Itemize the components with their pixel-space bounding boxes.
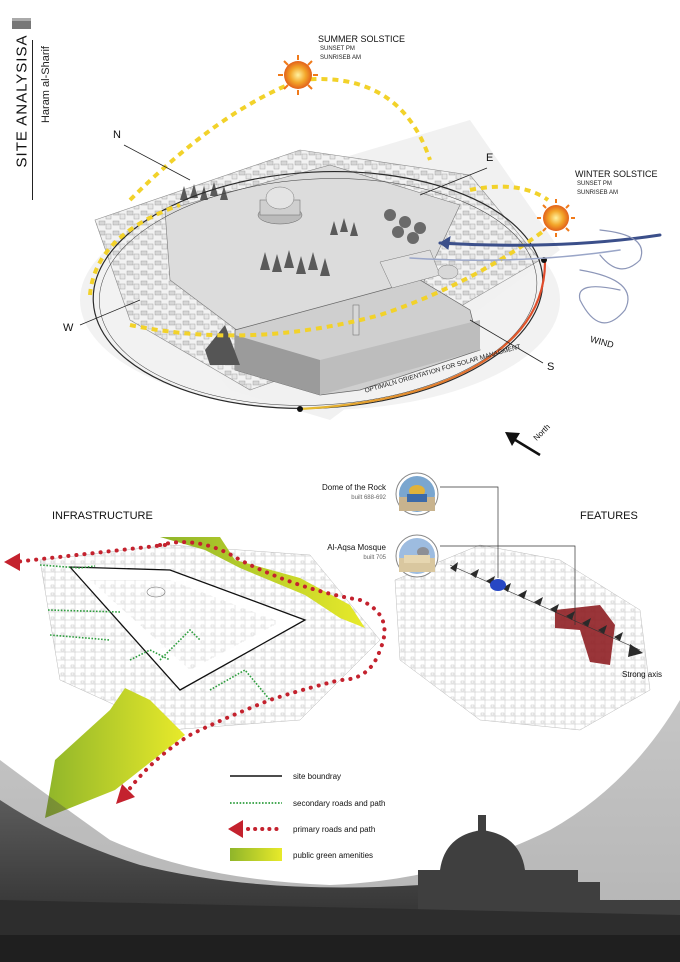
secondary-roads xyxy=(39,564,271,701)
winter-solstice-title: WINTER SOLSTICE xyxy=(575,169,658,179)
green-amenity-south xyxy=(45,688,185,818)
infrastructure-map xyxy=(4,537,387,818)
summer-sunrise: SUNRISEB AM xyxy=(320,55,362,61)
primary-road-arrow-south xyxy=(116,784,135,804)
legend-label: public green amenities xyxy=(293,850,374,860)
summer-solstice-title: SUMMER SOLSTICE xyxy=(318,34,406,44)
green-amenity-north xyxy=(160,537,365,628)
orientation-arc xyxy=(299,261,547,411)
axis-red-block xyxy=(555,605,615,665)
header-swatch xyxy=(12,18,31,29)
wind-arrows xyxy=(409,229,662,324)
tree-clusters xyxy=(180,182,358,276)
aqsa-label: Al-Aqsa Mosque xyxy=(327,543,386,552)
aqsa-photo xyxy=(395,534,439,578)
page-subtitle: Haram al-Sharif xyxy=(40,46,52,124)
legend-label: primary roads and path xyxy=(293,824,376,834)
compass-leaders xyxy=(79,144,544,364)
dome-photo xyxy=(395,472,439,516)
north-arrow-icon xyxy=(505,432,541,457)
compass-w: W xyxy=(63,322,74,334)
primary-road-arrow-west xyxy=(4,553,20,571)
summer-sun-icon xyxy=(278,55,318,95)
legend-label: site boundray xyxy=(293,771,342,781)
title-rule xyxy=(32,40,33,200)
summer-sunset: SUNSET PM xyxy=(320,46,355,52)
dome-built-label: built 688-692 xyxy=(351,495,386,501)
compass-e: E xyxy=(486,152,494,164)
dome-of-rock-label: Dome of the Rock xyxy=(321,483,386,492)
dome-marker xyxy=(490,579,506,591)
primary-road-path xyxy=(123,540,387,797)
dome-model xyxy=(257,186,303,225)
page-title: SITE ANALYSISA xyxy=(13,34,31,168)
aqsa-built-label: built 705 xyxy=(363,555,386,561)
infrastructure-heading: INFRASTRUCTURE xyxy=(52,510,153,522)
legend-label: secondary roads and path xyxy=(293,798,386,808)
compass-s: S xyxy=(547,361,555,373)
legend-graphics xyxy=(228,775,284,861)
features-map xyxy=(394,472,651,731)
features-heading: FEATURES xyxy=(580,510,638,522)
winter-sunset: SUNSET PM xyxy=(577,181,612,187)
winter-sunrise: SUNRISEB AM xyxy=(577,190,619,196)
strong-axis-label: Strong axis xyxy=(622,670,663,679)
site-model xyxy=(80,120,560,420)
winter-sun-icon xyxy=(537,199,575,237)
compass-n: N xyxy=(113,129,121,141)
winter-sun-path xyxy=(129,228,547,338)
